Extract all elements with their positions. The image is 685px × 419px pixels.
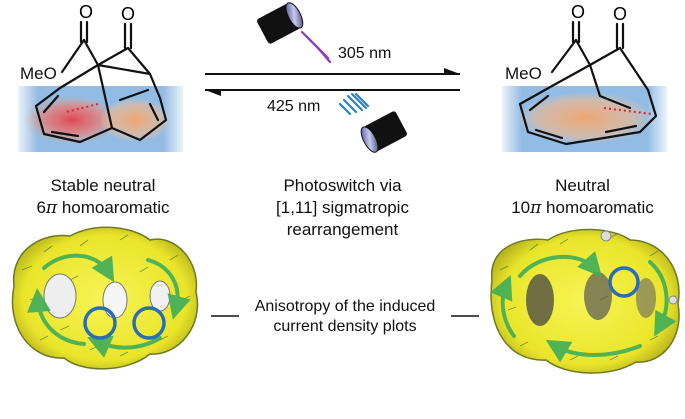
light-beam-425-icon — [338, 92, 370, 116]
left-aromatic-type: homoaromatic — [57, 198, 170, 217]
right-ketone-o: O — [613, 4, 627, 24]
right-meo-label: MeO — [505, 64, 542, 83]
left-current-density-plot — [11, 226, 199, 370]
reverse-wavelength: 425 nm — [267, 98, 321, 115]
left-electron-count: 6 — [36, 198, 46, 217]
bottom-caption-line2: current density plots — [273, 318, 417, 335]
left-ketone-o: O — [121, 4, 135, 24]
right-orange-glow — [517, 92, 653, 144]
lamp-425-icon — [360, 111, 407, 153]
reverse-arrow — [205, 89, 460, 96]
right-molecule: O O — [502, 2, 667, 152]
right-caption-line1: Neutral — [555, 176, 610, 195]
forward-arrow — [205, 68, 460, 75]
left-caption-line2: 6π homoaromatic — [8, 197, 198, 219]
left-meo-label: MeO — [20, 64, 57, 83]
right-caption: Neutral 10π homoaromatic — [485, 175, 680, 219]
bottom-caption: Anisotropy of the induced current densit… — [240, 297, 450, 337]
left-caption: Stable neutral 6π homoaromatic — [8, 175, 198, 219]
forward-wavelength: 305 nm — [338, 45, 392, 62]
left-ester-o: O — [79, 2, 93, 22]
center-caption: Photoswitch via [1,11] sigmatropic rearr… — [225, 175, 460, 241]
bottom-caption-line1: Anisotropy of the induced — [254, 298, 436, 315]
center-caption-line2: [1,11] sigmatropic rearrangement — [276, 198, 409, 239]
right-ester-o: O — [571, 2, 585, 22]
left-caption-line1: Stable neutral — [50, 176, 156, 195]
right-homo-bond — [603, 107, 653, 115]
right-electron-count: 10 — [511, 198, 531, 217]
right-caption-line2: 10π homoaromatic — [485, 197, 680, 219]
left-skeleton — [34, 20, 168, 144]
left-molecule: O O — [18, 2, 183, 152]
lamp-305-icon — [257, 2, 304, 44]
right-aromatic-type: homoaromatic — [541, 198, 654, 217]
left-homo-bond — [65, 103, 99, 113]
right-skeleton — [518, 20, 658, 146]
right-pi-symbol: π — [530, 198, 542, 218]
light-beam-305-icon — [300, 30, 332, 64]
center-caption-line1: Photoswitch via — [283, 176, 402, 195]
right-current-density-plot — [490, 228, 680, 374]
left-pi-symbol: π — [45, 198, 58, 218]
